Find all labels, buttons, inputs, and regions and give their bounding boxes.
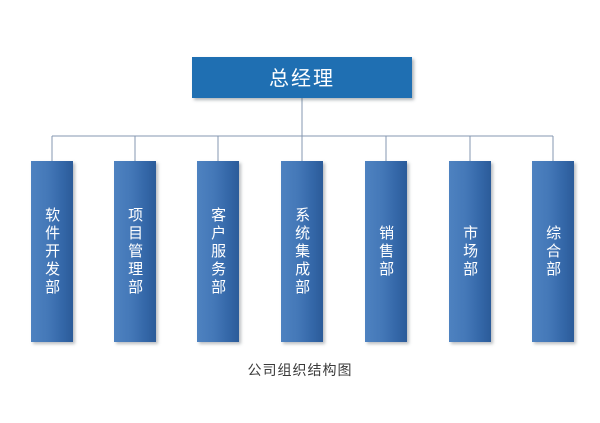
node-label-project-management: 项目管理部 xyxy=(126,206,145,297)
node-label-sales: 销售部 xyxy=(377,224,396,279)
node-project-management[interactable]: 项目管理部 xyxy=(114,161,156,342)
node-marketing[interactable]: 市场部 xyxy=(449,161,491,342)
node-general-affairs[interactable]: 综合部 xyxy=(532,161,574,342)
node-sales[interactable]: 销售部 xyxy=(365,161,407,342)
node-label-general-manager: 总经理 xyxy=(269,65,335,90)
node-system-integration[interactable]: 系统集成部 xyxy=(281,161,323,342)
chart-caption: 公司组织结构图 xyxy=(247,363,353,379)
node-label-customer-service: 客户服务部 xyxy=(209,206,228,297)
node-general-manager[interactable]: 总经理 xyxy=(192,57,412,98)
node-label-general-affairs: 综合部 xyxy=(544,224,563,279)
node-customer-service[interactable]: 客户服务部 xyxy=(197,161,239,342)
node-label-marketing: 市场部 xyxy=(461,224,480,279)
node-software-development[interactable]: 软件开发部 xyxy=(31,161,73,342)
node-label-software-development: 软件开发部 xyxy=(43,206,62,297)
node-label-system-integration: 系统集成部 xyxy=(293,206,312,297)
